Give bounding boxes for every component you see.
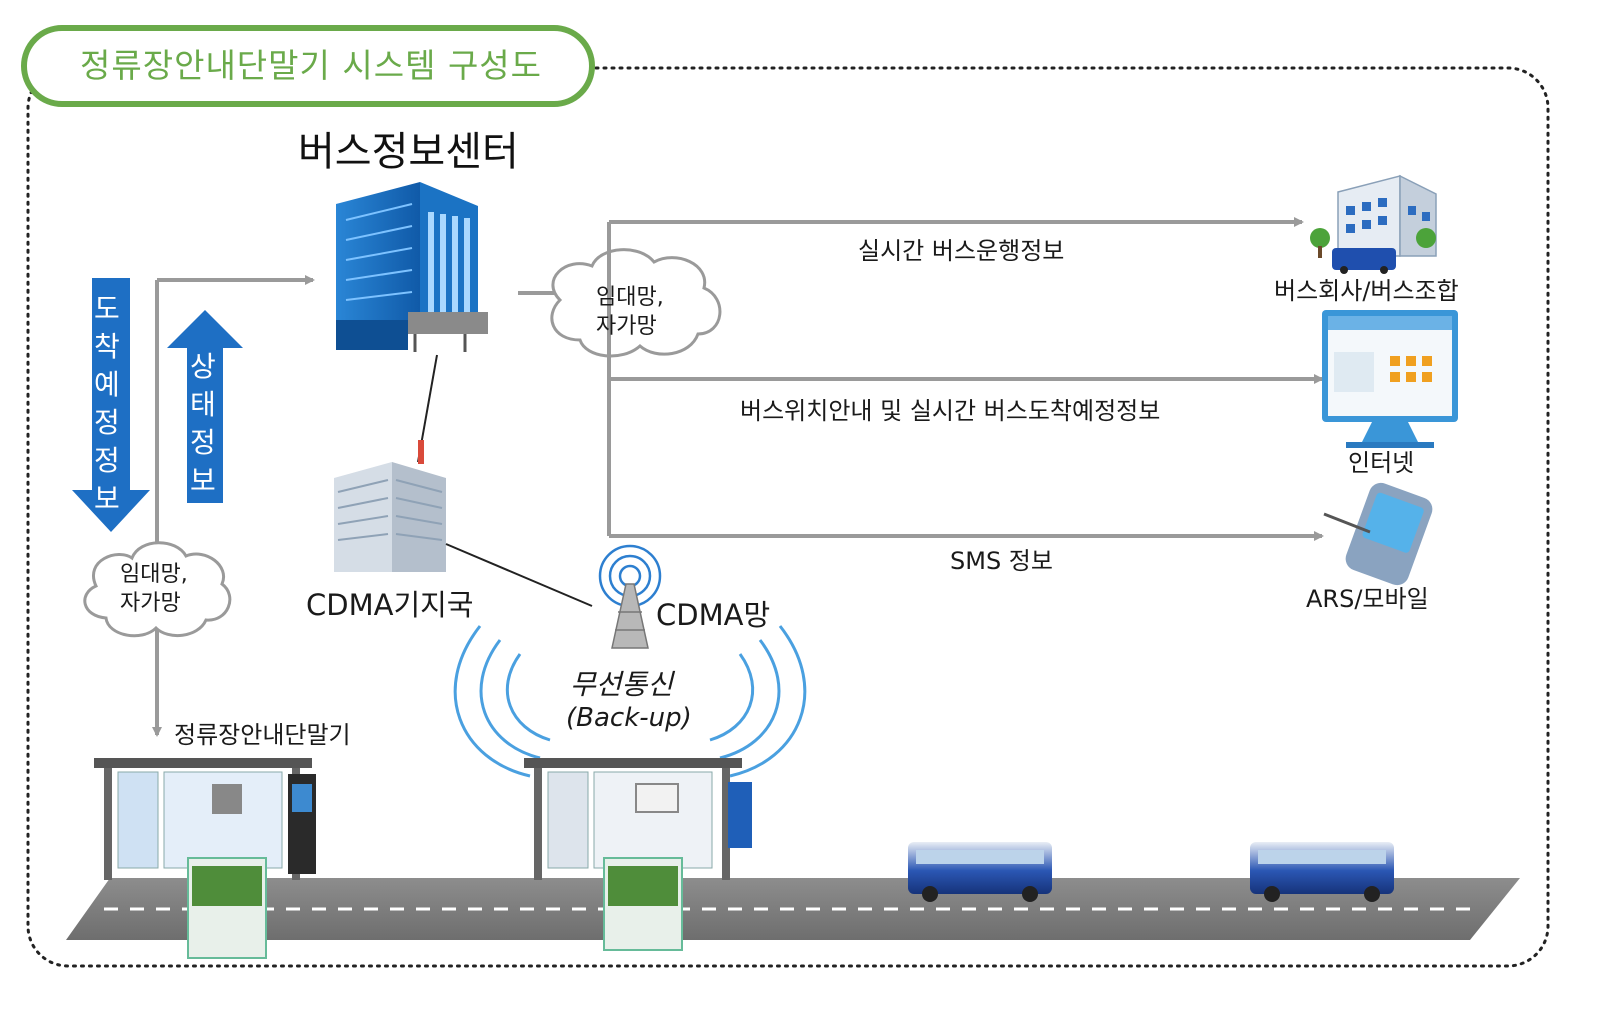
cdma-base-station-label: CDMA기지국 bbox=[306, 588, 474, 622]
target-label-1: 버스회사/버스조합 bbox=[1274, 277, 1459, 305]
left-cloud-line2: 자가망 bbox=[120, 591, 181, 616]
flow-label-2: 버스위치안내 및 실시간 버스도착예정정보 bbox=[740, 397, 1161, 425]
bus-1 bbox=[908, 842, 1052, 902]
down-arrow-label: 도착예정정보 bbox=[94, 292, 120, 515]
target-label-3: ARS/모바일 bbox=[1306, 585, 1429, 613]
cdma-tower bbox=[598, 544, 662, 649]
wireless-label-1: 무선통신 bbox=[570, 668, 674, 701]
flow-label-3: SMS 정보 bbox=[950, 547, 1053, 575]
right-cloud-line2: 자가망 bbox=[596, 314, 657, 339]
cdma-network-label: CDMA망 bbox=[656, 598, 771, 632]
bus-info-center-building bbox=[336, 182, 488, 352]
base-to-tower-line bbox=[445, 543, 593, 607]
title-text: 정류장안내단말기 시스템 구성도 bbox=[80, 46, 543, 85]
target-label-2: 인터넷 bbox=[1348, 449, 1415, 477]
bus-2 bbox=[1250, 842, 1394, 902]
bus-shelter-1 bbox=[94, 758, 316, 959]
monitor-icon bbox=[1322, 310, 1458, 448]
bus-info-center-label: 버스정보센터 bbox=[298, 129, 519, 175]
up-arrow-label: 상태정보 bbox=[190, 350, 216, 497]
left-cloud-shape bbox=[83, 541, 232, 638]
terminal-label: 정류장안내단말기 bbox=[174, 721, 351, 749]
flow-label-1: 실시간 버스운행정보 bbox=[858, 237, 1065, 265]
bus-company-icon bbox=[1310, 174, 1437, 274]
left-cloud-line1: 임대망, bbox=[120, 562, 188, 587]
pda-icon bbox=[1323, 482, 1433, 586]
down-arrow-shape bbox=[72, 278, 150, 532]
right-cloud-line1: 임대망, bbox=[596, 285, 664, 310]
title-pill bbox=[21, 25, 595, 107]
dotted-frame bbox=[26, 66, 1550, 968]
wireless-waves bbox=[453, 625, 807, 778]
cdma-base-station-building bbox=[334, 440, 446, 572]
bus-shelter-2 bbox=[524, 758, 752, 951]
wireless-label-2: (Back-up) bbox=[566, 703, 692, 733]
up-arrow-shape bbox=[167, 310, 243, 503]
right-cloud-shape bbox=[550, 248, 722, 358]
